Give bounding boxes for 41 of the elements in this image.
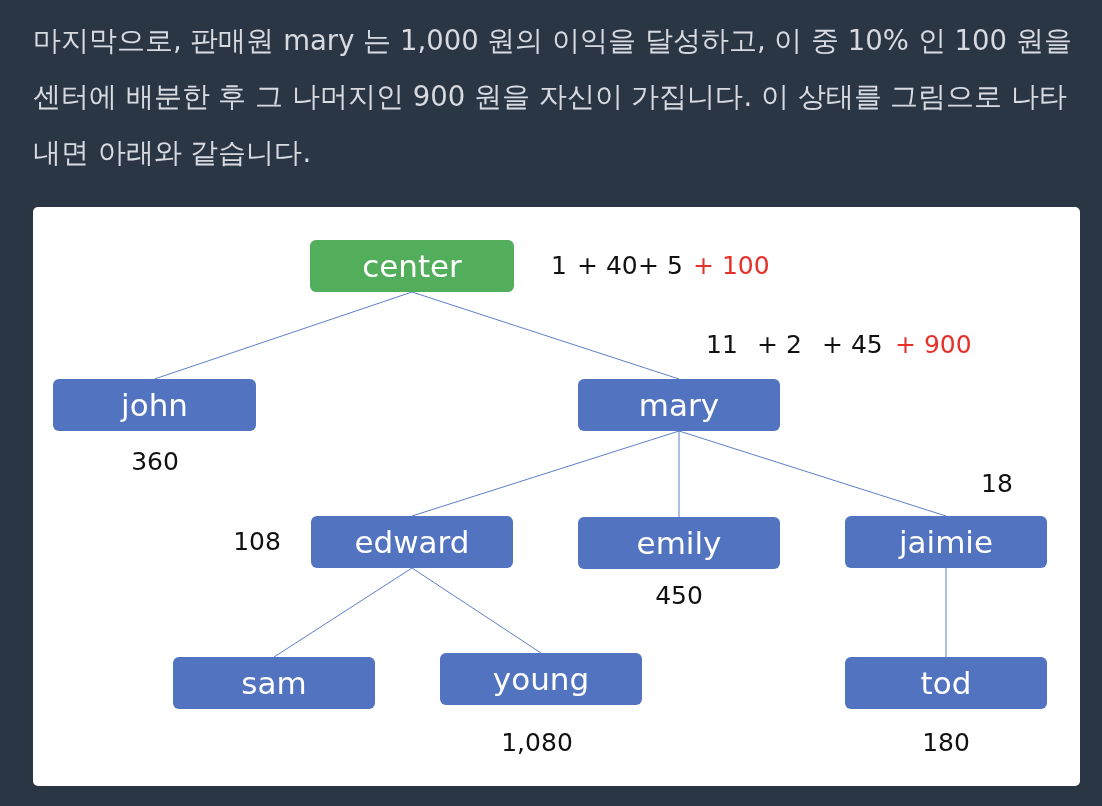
value-label: + 100 bbox=[693, 251, 770, 281]
node-label: tod bbox=[920, 664, 972, 702]
value-label: + 40 bbox=[577, 251, 638, 281]
node-label: jaimie bbox=[898, 523, 994, 561]
node-label: young bbox=[492, 660, 590, 698]
value-label: + 5 bbox=[638, 251, 683, 281]
node-label: sam bbox=[241, 664, 307, 702]
intro-paragraph: 마지막으로, 판매원 mary 는 1,000 원의 이익을 달성하고, 이 중 10% 인 100 원을 센터에 배분한 후 그 나머지인 900 원을 자신이 가집니다. 이 상태를 그림으로 나타내면 아래와 같습니다. bbox=[33, 23, 1073, 170]
connector-line bbox=[411, 567, 542, 654]
connector-line bbox=[154, 291, 413, 380]
value-label: + 2 bbox=[757, 330, 802, 360]
connector-line bbox=[411, 291, 680, 380]
value-label: 11 bbox=[706, 330, 738, 360]
node-label: edward bbox=[354, 523, 470, 561]
value-label: 108 bbox=[233, 527, 281, 557]
name-box bbox=[310, 240, 514, 292]
name-box bbox=[311, 516, 513, 568]
value-label: 18 bbox=[981, 469, 1013, 499]
value-label: 1 bbox=[551, 251, 567, 281]
name-box bbox=[578, 517, 780, 569]
connector-line bbox=[411, 430, 680, 517]
connector-line bbox=[945, 567, 947, 658]
node-label: mary bbox=[638, 386, 720, 424]
value-label: 360 bbox=[131, 447, 179, 477]
node-label: center bbox=[362, 247, 462, 285]
value-label: + 900 bbox=[895, 330, 972, 360]
name-box bbox=[53, 379, 256, 431]
name-box bbox=[578, 379, 780, 431]
value-label: 450 bbox=[655, 581, 703, 611]
node-label: john bbox=[121, 386, 188, 424]
value-label: 1,080 bbox=[501, 728, 573, 758]
connector-line bbox=[678, 430, 680, 518]
name-box bbox=[845, 516, 1047, 568]
node-label: emily bbox=[636, 524, 722, 562]
connector-line bbox=[273, 567, 413, 658]
name-box bbox=[173, 657, 375, 709]
name-box bbox=[440, 653, 642, 705]
value-label: + 45 bbox=[822, 330, 883, 360]
connector-line bbox=[678, 430, 947, 517]
value-label: 180 bbox=[922, 728, 970, 758]
name-box bbox=[845, 657, 1047, 709]
